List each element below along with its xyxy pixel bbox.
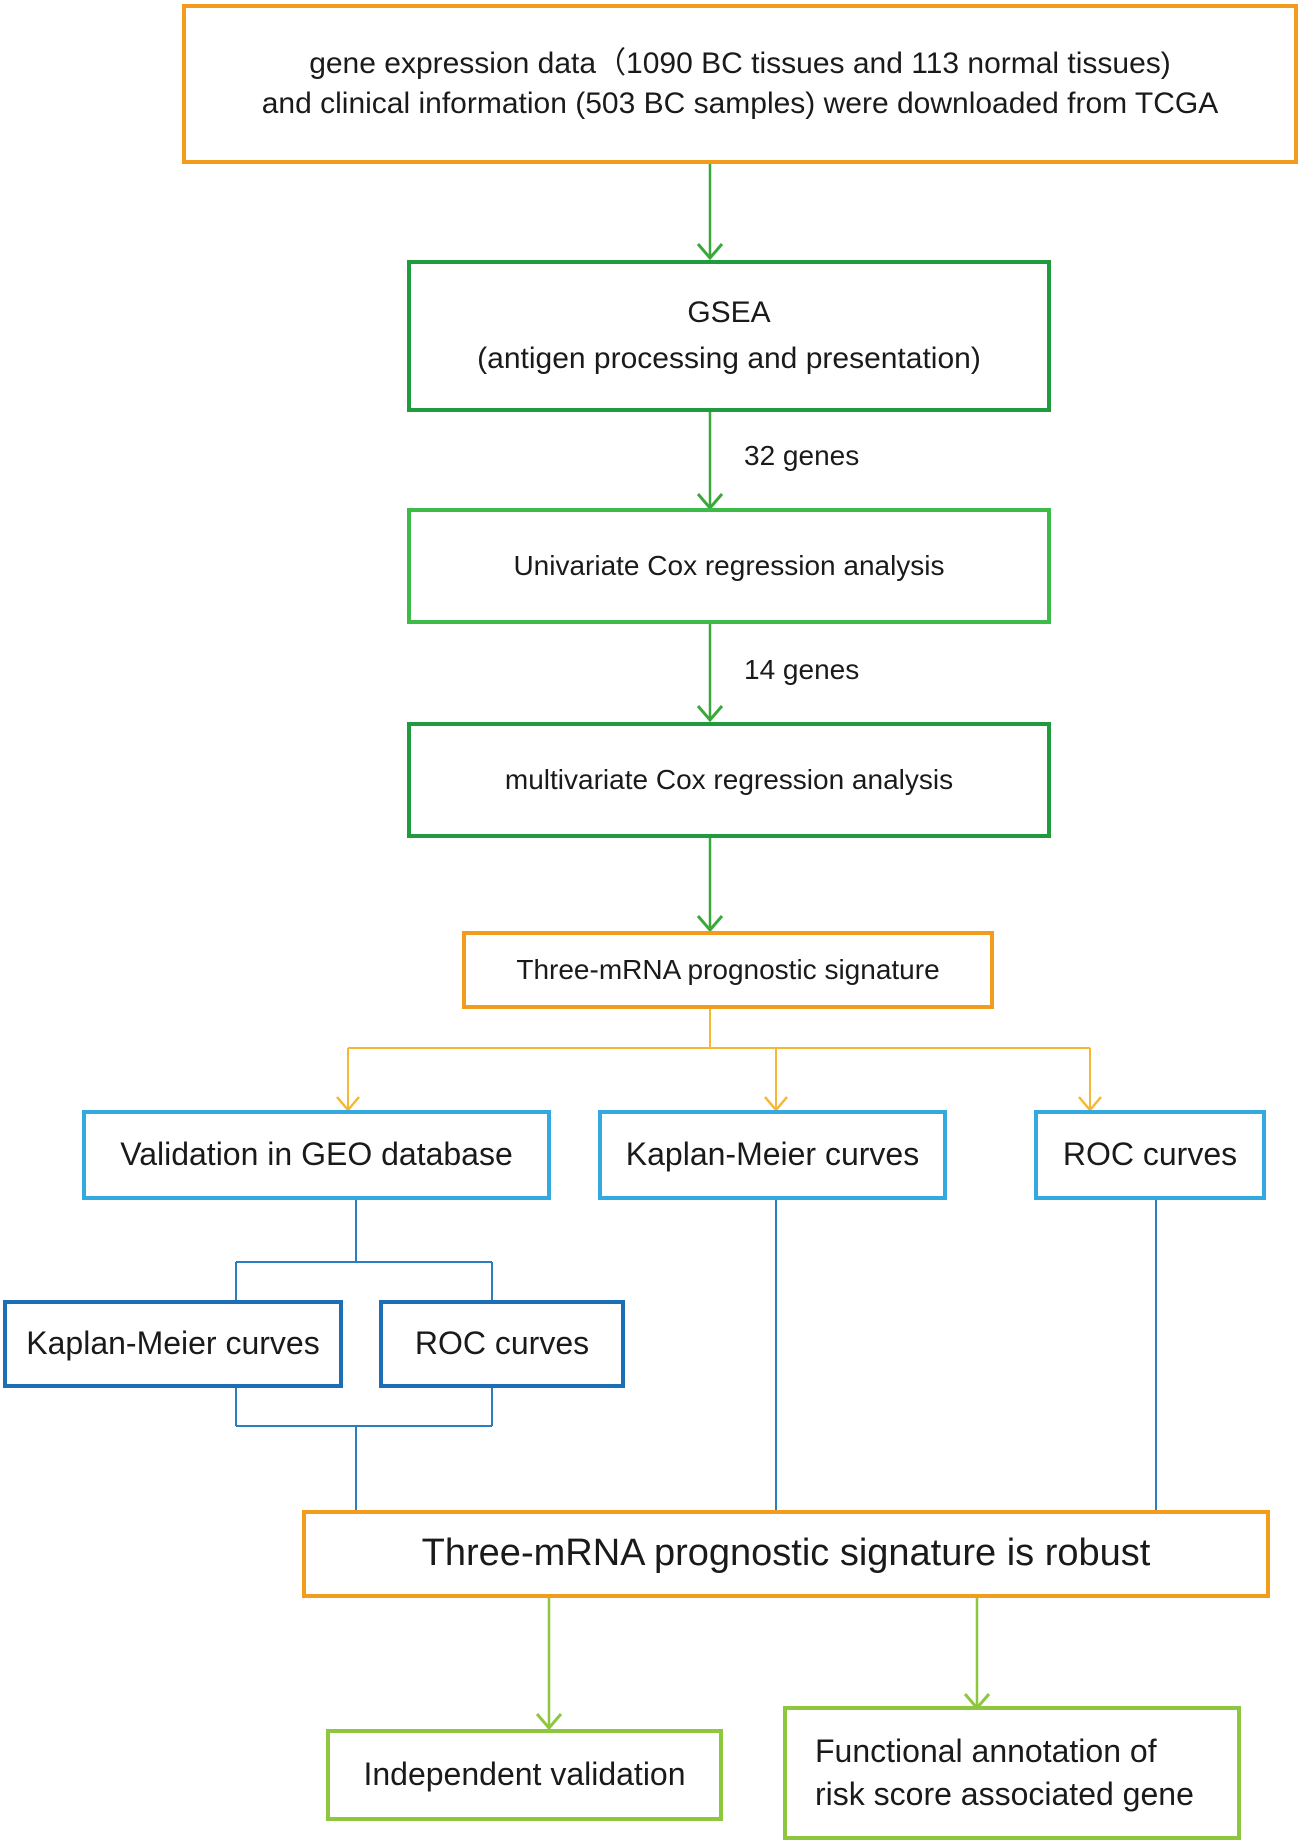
km-curves-box: Kaplan-Meier curves <box>598 1110 947 1200</box>
univariate-cox-box: Univariate Cox regression analysis <box>407 508 1051 624</box>
geo-validation-box: Validation in GEO database <box>82 1110 551 1200</box>
source-data-box: gene expression data（1090 BC tissues and… <box>182 4 1298 164</box>
multivariate-cox-box: multivariate Cox regression analysis <box>407 722 1051 838</box>
gsea-title: GSEA <box>687 295 771 329</box>
signature-label: Three-mRNA prognostic signature <box>516 954 940 986</box>
edge-label-14-genes: 14 genes <box>744 654 860 685</box>
geo-roc-curves-box: ROC curves <box>379 1300 625 1388</box>
roc-curves-box: ROC curves <box>1034 1110 1266 1200</box>
multivariate-cox-label: multivariate Cox regression analysis <box>504 764 954 796</box>
functional-annotation-box: Functional annotation of risk score asso… <box>783 1706 1241 1840</box>
gsea-subtitle: (antigen processing and presentation) <box>477 342 981 375</box>
independent-validation-label: Independent validation <box>363 1756 686 1793</box>
robust-label: Three-mRNA prognostic signature is robus… <box>421 1532 1151 1575</box>
roc-curves-label: ROC curves <box>1062 1136 1238 1173</box>
signature-box: Three-mRNA prognostic signature <box>462 931 994 1009</box>
independent-validation-box: Independent validation <box>326 1729 723 1821</box>
functional-annotation-line2: risk score associated gene <box>815 1776 1194 1812</box>
geo-roc-curves-label: ROC curves <box>414 1325 590 1362</box>
source-data-line2: and clinical information (503 BC samples… <box>261 87 1219 120</box>
univariate-cox-label: Univariate Cox regression analysis <box>513 550 945 582</box>
source-data-line1: gene expression data（1090 BC tissues and… <box>309 46 1171 80</box>
gsea-box: GSEA (antigen processing and presentatio… <box>407 260 1051 412</box>
robust-box: Three-mRNA prognostic signature is robus… <box>302 1510 1270 1598</box>
km-curves-label: Kaplan-Meier curves <box>625 1136 920 1173</box>
geo-km-curves-box: Kaplan-Meier curves <box>3 1300 343 1388</box>
geo-validation-label: Validation in GEO database <box>120 1136 513 1173</box>
functional-annotation-line1: Functional annotation of <box>815 1732 1157 1769</box>
edge-label-32-genes: 32 genes <box>744 440 860 471</box>
geo-km-curves-label: Kaplan-Meier curves <box>26 1325 320 1362</box>
